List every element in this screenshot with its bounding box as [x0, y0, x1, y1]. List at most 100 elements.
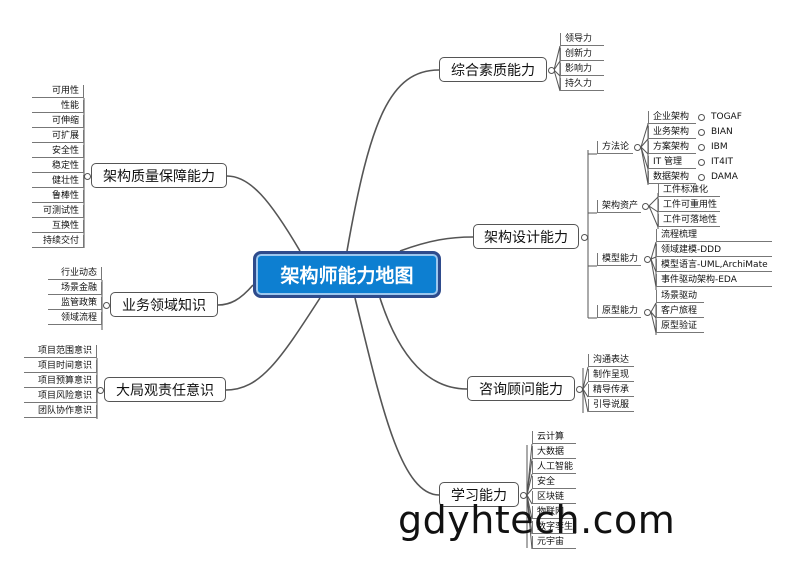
connector — [354, 297, 440, 496]
toggle-design-icon[interactable] — [581, 234, 588, 241]
topic-assurance[interactable]: 架构质量保障能力 — [91, 163, 227, 188]
leaf-item[interactable]: 项目预算意识 — [24, 375, 97, 388]
toggle-methodology-icon[interactable] — [634, 144, 641, 151]
leaf-item[interactable]: 行业动态 — [48, 267, 102, 280]
topic-quality[interactable]: 综合素质能力 — [439, 57, 547, 82]
toggle-quality-icon[interactable] — [548, 67, 555, 74]
leaf-item[interactable]: 团队协作意识 — [24, 405, 97, 418]
leaf-item[interactable]: BIAN — [711, 127, 733, 137]
toggle-consult-icon[interactable] — [576, 386, 583, 393]
leaf-item[interactable]: 项目风险意识 — [24, 390, 97, 403]
leaf-item[interactable]: 方案架构 — [648, 141, 696, 154]
leaf-item[interactable]: 性能 — [32, 100, 84, 113]
leaf-item[interactable]: IT 管理 — [648, 156, 696, 169]
leaf-item[interactable]: 可用性 — [32, 85, 84, 98]
toggle-learn-icon[interactable] — [520, 492, 527, 499]
connector — [640, 146, 649, 155]
leaf-item[interactable]: 架构资产 — [597, 200, 641, 213]
ref-toggle-icon[interactable] — [698, 114, 705, 121]
leaf-item[interactable]: 持续交付 — [32, 235, 84, 248]
leaf-item[interactable]: 可伸缩 — [32, 115, 84, 128]
toggle-assurance-icon[interactable] — [84, 173, 91, 180]
connector — [399, 236, 474, 252]
leaf-item[interactable]: 数字孪生 — [532, 521, 576, 534]
leaf-item[interactable]: 项目范围意识 — [24, 345, 97, 358]
connector — [582, 388, 589, 398]
leaf-item[interactable]: 方法论 — [597, 141, 633, 154]
connector — [648, 205, 659, 228]
leaf-item[interactable]: 大数据 — [532, 446, 576, 459]
leaf-item[interactable]: 影响力 — [560, 63, 604, 76]
topic-learn[interactable]: 学习能力 — [439, 482, 519, 507]
leaf-item[interactable]: 沟通表达 — [588, 354, 634, 367]
leaf-item[interactable]: 可扩展 — [32, 130, 84, 143]
connector — [582, 388, 589, 413]
leaf-item[interactable]: 持久力 — [560, 78, 604, 91]
leaf-item[interactable]: 企业架构 — [648, 111, 696, 124]
ref-toggle-icon[interactable] — [698, 144, 705, 151]
leaf-item[interactable]: 元宇宙 — [532, 536, 576, 549]
ref-toggle-icon[interactable] — [698, 159, 705, 166]
toggle-domain-icon[interactable] — [103, 302, 110, 309]
leaf-item[interactable]: 领域建模-DDD — [656, 244, 772, 257]
leaf-item[interactable]: 工件可落地性 — [658, 214, 720, 227]
leaf-item[interactable]: 项目时间意识 — [24, 360, 97, 373]
toggle-modeling-icon[interactable] — [644, 256, 651, 263]
leaf-item[interactable]: 制作呈现 — [588, 369, 634, 382]
leaf-item[interactable]: 业务架构 — [648, 126, 696, 139]
leaf-item[interactable]: 安全 — [532, 476, 576, 489]
leaf-item[interactable]: 物联网 — [532, 506, 576, 519]
toggle-assets-icon[interactable] — [642, 203, 649, 210]
leaf-item[interactable]: 区块链 — [532, 491, 576, 504]
leaf-item[interactable]: 模型语言-UML,ArchiMate — [656, 259, 772, 272]
leaf-item[interactable]: 工件标准化 — [658, 184, 720, 197]
watermark-text: gdyhtech.com — [398, 498, 676, 542]
leaf-item[interactable]: DAMA — [711, 172, 738, 182]
ref-toggle-icon[interactable] — [698, 129, 705, 136]
central-topic[interactable]: 架构师能力地图 — [253, 251, 441, 298]
leaf-item[interactable]: 客户旅程 — [656, 305, 704, 318]
leaf-item[interactable]: 原型验证 — [656, 320, 704, 333]
leaf-item[interactable]: 可测试性 — [32, 205, 84, 218]
leaf-item[interactable]: 领导力 — [560, 33, 604, 46]
leaf-item[interactable]: 数据架构 — [648, 171, 696, 184]
leaf-item[interactable]: 场景驱动 — [656, 290, 704, 303]
leaf-item[interactable]: TOGAF — [711, 112, 742, 122]
leaf-item[interactable]: 引导说服 — [588, 399, 634, 412]
leaf-item[interactable]: IBM — [711, 142, 728, 152]
connector — [650, 241, 657, 260]
leaf-item[interactable]: 云计算 — [532, 431, 576, 444]
leaf-item[interactable]: 工件可重用性 — [658, 199, 720, 212]
connector — [226, 175, 301, 252]
topic-overall[interactable]: 大局观责任意识 — [104, 377, 226, 402]
leaf-item[interactable]: IT4IT — [711, 157, 734, 167]
connector — [346, 69, 440, 252]
leaf-item[interactable]: 领域流程 — [48, 312, 102, 325]
leaf-item[interactable]: 流程梳理 — [656, 229, 772, 242]
leaf-item[interactable]: 稳定性 — [32, 160, 84, 173]
leaf-item[interactable]: 互换性 — [32, 220, 84, 233]
leaf-item[interactable]: 鲁棒性 — [32, 190, 84, 203]
leaf-item[interactable]: 安全性 — [32, 145, 84, 158]
leaf-item[interactable]: 事件驱动架构-EDA — [656, 274, 772, 287]
leaf-item[interactable]: 模型能力 — [597, 253, 641, 266]
topic-consult[interactable]: 咨询顾问能力 — [467, 376, 575, 401]
connector — [526, 473, 533, 496]
connector — [526, 458, 533, 496]
leaf-item[interactable]: 精导传承 — [588, 384, 634, 397]
leaf-item[interactable]: 场景金融 — [48, 282, 102, 295]
leaf-item[interactable]: 监管政策 — [48, 297, 102, 310]
ref-toggle-icon[interactable] — [698, 174, 705, 181]
leaf-item[interactable]: 创新力 — [560, 48, 604, 61]
connector — [582, 381, 589, 390]
topic-domain[interactable]: 业务领域知识 — [110, 292, 218, 317]
toggle-prototype-icon[interactable] — [644, 309, 651, 316]
leaf-item[interactable]: 原型能力 — [597, 305, 641, 318]
connector — [553, 69, 561, 92]
topic-design[interactable]: 架构设计能力 — [473, 224, 579, 249]
leaf-item[interactable]: 健壮性 — [32, 175, 84, 188]
toggle-overall-icon[interactable] — [97, 387, 104, 394]
leaf-item[interactable]: 人工智能 — [532, 461, 576, 474]
connector — [648, 196, 659, 207]
